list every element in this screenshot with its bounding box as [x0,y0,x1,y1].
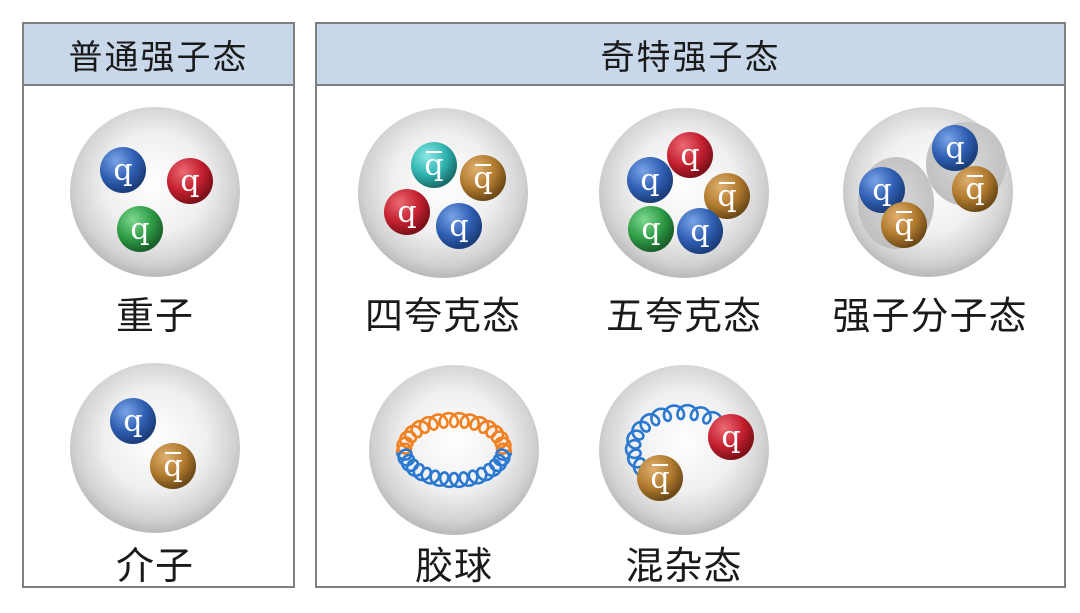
svg-text:q: q [449,209,468,244]
quark-red: q [384,189,430,235]
antiquark-brown: q [460,155,506,201]
svg-text:q: q [894,208,913,243]
svg-text:q: q [650,461,669,496]
svg-text:q: q [640,163,659,198]
quark-green: q [117,206,163,252]
svg-text:q: q [130,212,149,247]
gluon-orange [395,411,513,455]
quark-blue: q [677,208,723,254]
antiquark-brown: q [150,443,196,489]
svg-text:q: q [872,173,891,208]
antiquark-brown: q [952,166,998,212]
quark-blue: q [859,167,905,213]
meson-sphere [70,363,240,533]
ordinary-hadrons-header: 普通强子态 [24,24,293,86]
svg-text:q: q [965,172,984,207]
baryon-label: 重子 [115,294,194,338]
quark-blue: q [436,203,482,249]
quark-blue: q [932,125,978,171]
quark-green: q [628,206,674,252]
antiquark-brown: q [637,455,683,501]
hybrid-label: 混杂态 [625,544,743,588]
svg-text:q: q [424,148,443,183]
quark-blue: q [627,157,673,203]
hybrid-sphere [599,365,769,535]
svg-text:q: q [123,404,142,439]
svg-text:q: q [945,131,964,166]
svg-text:q: q [113,153,132,188]
glueball-label: 胶球 [414,544,493,588]
hadronic-molecule-figure: q q q q [843,107,1013,277]
svg-text:q: q [163,449,182,484]
quark-blue: q [110,398,156,444]
antiquark-brown: q [704,173,750,219]
tetraquark-figure: q q q q [358,108,528,278]
antiquark-teal: q [411,142,457,188]
svg-text:q: q [717,179,736,214]
tetraquark-sphere [358,108,528,278]
svg-text:q: q [641,212,660,247]
hadronic-molecule-label: 强子分子态 [832,294,1028,338]
svg-text:q: q [680,138,699,173]
svg-text:q: q [180,164,199,199]
baryon-figure: q q q [70,107,240,277]
antiquark-brown: q [881,202,927,248]
baryon-sphere [70,107,240,277]
meson-figure: q q [70,363,240,533]
hybrid-figure: q q [599,365,769,535]
tetraquark-label: 四夸克态 [364,294,521,338]
quark-blue: q [100,147,146,193]
quark-red: q [708,414,754,460]
svg-text:q: q [690,214,709,249]
pentaquark-label: 五夸克态 [605,294,762,338]
svg-text:q: q [397,195,416,230]
gluon-blue [395,448,513,489]
svg-text:q: q [473,161,492,196]
svg-text:q: q [721,420,740,455]
glueball-figure [369,365,539,535]
quark-red: q [667,132,713,178]
quark-red: q [167,158,213,204]
exotic-hadrons-header: 奇特强子态 [317,24,1064,86]
meson-label: 介子 [115,544,194,588]
glueball-sphere [369,365,539,535]
pentaquark-figure: q q q q q [599,108,769,278]
